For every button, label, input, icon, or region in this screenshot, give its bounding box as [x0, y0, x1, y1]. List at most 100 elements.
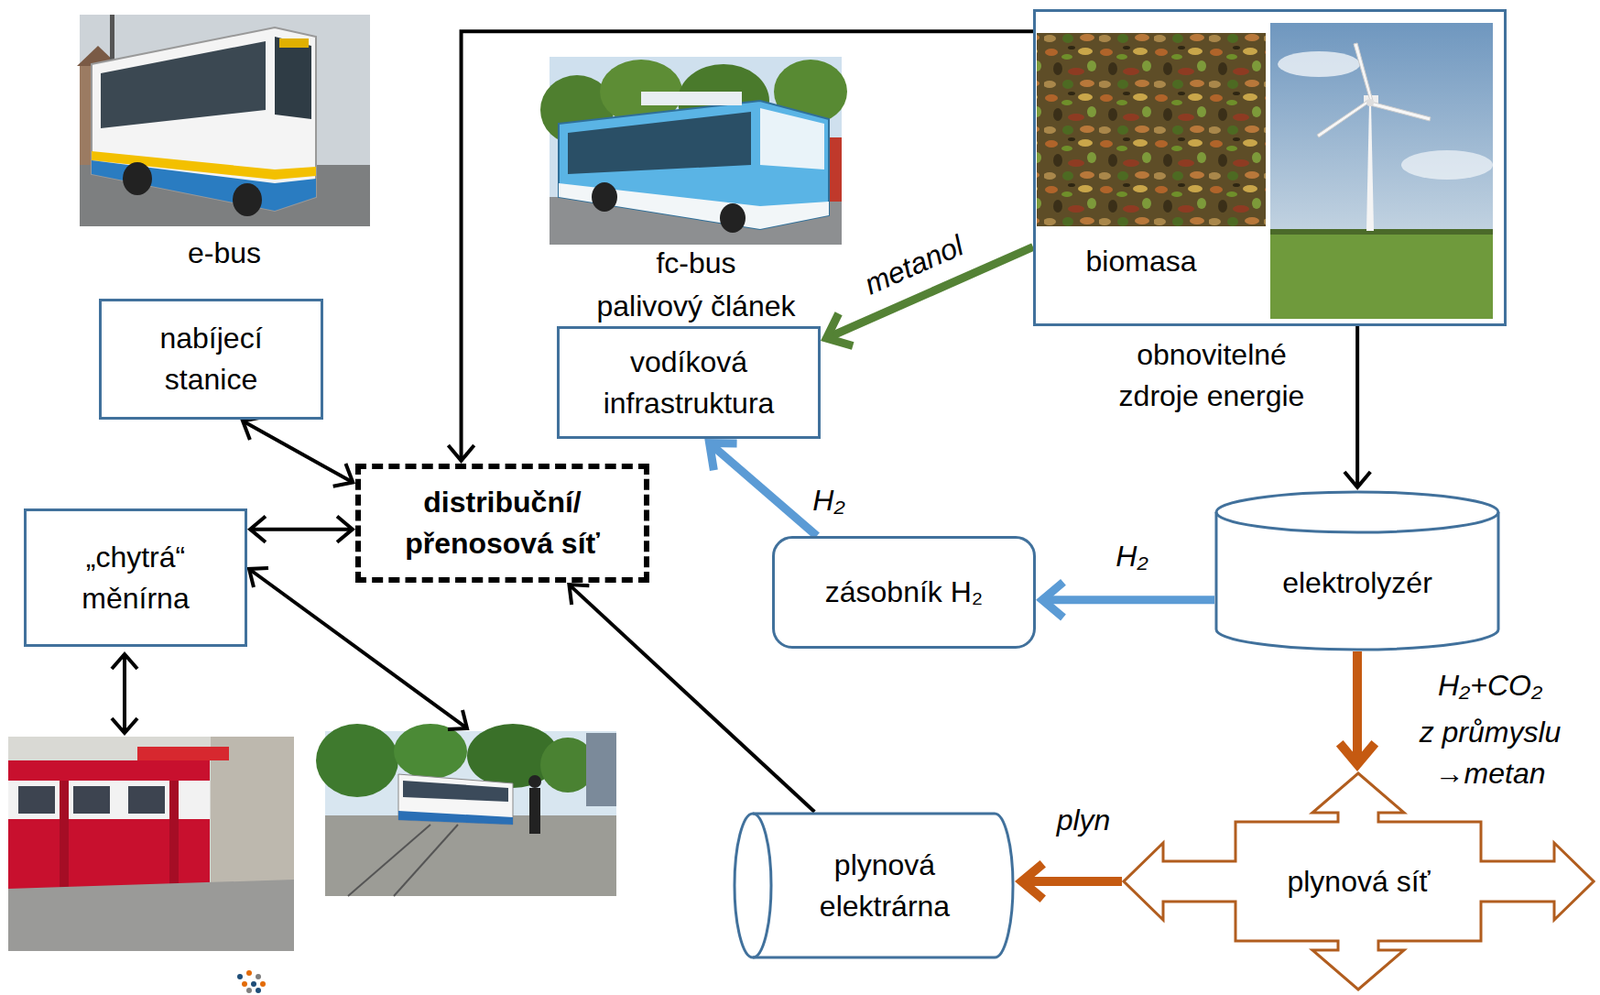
wind-turbine-photo: [1366, 102, 1374, 231]
fc-bus-photo: [540, 56, 848, 245]
arrowhead: [1042, 581, 1064, 618]
tram-photo: [529, 787, 541, 834]
e-bus-photo: [76, 14, 371, 227]
process-box: vodíková infrastruktura: [556, 326, 821, 439]
logo-dots: [241, 980, 248, 987]
logo-dots: [250, 980, 257, 987]
e-bus-photo: [274, 36, 312, 120]
arrowhead: [1344, 471, 1371, 488]
wind-turbine-photo: [1353, 43, 1373, 101]
logo-dots: [255, 987, 262, 993]
metro-photo: [8, 780, 210, 819]
metro-photo: [8, 736, 294, 951]
connector-line: [1355, 326, 1360, 488]
source-group: biomasaobnovitelné zdroje energie: [1033, 9, 1507, 327]
connector-line: [1022, 876, 1122, 886]
wind-turbine-photo: [1366, 98, 1374, 107]
node-text: „chytrá“ měnírna: [53, 536, 218, 620]
group-caption: obnovitelné zdroje energie: [1106, 334, 1318, 417]
metro-photo: [8, 879, 294, 951]
metro-photo: [8, 760, 210, 889]
node-text: elektrolyzér: [1282, 562, 1433, 604]
process-box: „chytrá“ měnírna: [23, 508, 248, 647]
tram-photo: [402, 780, 509, 802]
cylinder-outline: [734, 813, 1013, 958]
fc-bus-photo: [591, 182, 618, 212]
logo-dots: [246, 987, 252, 993]
tram-photo: [315, 723, 617, 896]
metro-photo: [73, 785, 110, 814]
wind-turbine-photo: [1270, 22, 1493, 319]
substation-link-arrows: [249, 568, 468, 729]
connector: [447, 31, 1034, 461]
arrowhead: [337, 516, 353, 543]
logo-dots: [246, 969, 252, 976]
metro-photo: [59, 780, 69, 889]
cylinder-outline: [1216, 491, 1499, 650]
gas-network-cross: plynová síť: [1121, 771, 1596, 991]
arrowhead: [250, 516, 266, 543]
node-text: plynová síť: [1286, 860, 1430, 903]
biomass-photo: [1036, 32, 1266, 227]
arrowhead: [333, 463, 354, 487]
metro-photo: [137, 746, 229, 761]
metro-photo: [18, 785, 55, 814]
edge-label: H₂+CO₂: [1437, 664, 1543, 707]
network-box: distribuční/ přenosová síť: [355, 463, 650, 583]
edge-label: metanol: [858, 225, 970, 305]
fc-bus-photo: [641, 91, 742, 106]
edge-label: H₂: [812, 479, 845, 522]
wind-turbine-photo: [1270, 22, 1493, 319]
arrowhead: [568, 584, 589, 605]
connector-line: [1042, 595, 1215, 604]
node-text: distribuční/ přenosová síť: [388, 481, 618, 565]
logo-dots: [255, 973, 262, 980]
biomass-photo: [1036, 32, 1266, 227]
connector: [1042, 581, 1215, 618]
cross-arrow-outline: [1123, 772, 1594, 990]
e-bus-photo: [122, 162, 153, 196]
e-bus-photo: [91, 27, 316, 211]
tram-photo: [528, 774, 542, 788]
process-box: nabíjecí stanice: [98, 298, 324, 420]
substation-link-arrows: [249, 567, 269, 588]
connector: [242, 416, 353, 486]
edge-label: H₂: [1115, 535, 1148, 577]
fc-bus-photo: [558, 100, 829, 229]
substation-link-arrows: [111, 653, 138, 669]
substation-link-arrows: [447, 709, 468, 730]
e-bus-photo: [232, 183, 262, 217]
metro-photo: [128, 785, 165, 814]
fc-bus-photo: [760, 108, 825, 170]
node-text: zásobník H₂: [825, 571, 984, 613]
logo-dots: [237, 973, 243, 980]
arrowhead: [242, 416, 263, 440]
connector-line: [250, 527, 353, 532]
tram-photo: [315, 723, 399, 797]
wind-turbine-photo: [1370, 101, 1431, 121]
edge-label: plyn: [1056, 799, 1111, 841]
arrowhead: [1339, 742, 1376, 764]
tram-photo: [586, 732, 617, 806]
node-text: plynová elektrárna: [783, 844, 986, 927]
tram-photo: [348, 824, 431, 896]
photo-caption: fc-bus: [655, 242, 736, 284]
edge-note: z průmyslu →metan: [1398, 711, 1582, 795]
arrowhead: [709, 443, 738, 471]
wind-turbine-photo: [1317, 99, 1370, 138]
substation-link-arrows: [122, 655, 127, 731]
connector-line: [1352, 651, 1362, 764]
tram-photo: [398, 773, 513, 825]
e-bus-photo: [100, 41, 266, 129]
connector-line: [461, 31, 1034, 461]
cylinder-rim: [1216, 511, 1499, 533]
tram-photo: [398, 810, 513, 825]
storage-box: zásobník H₂: [772, 535, 1036, 649]
connector-line: [242, 421, 353, 483]
metro-photo: [8, 736, 294, 951]
e-bus-photo: [79, 14, 371, 227]
node-text: nabíjecí stanice: [124, 317, 299, 401]
wind-turbine-photo: [1270, 234, 1493, 319]
fc-bus-photo: [567, 111, 752, 175]
